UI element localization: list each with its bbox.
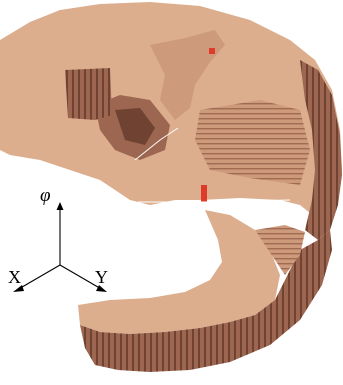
axis-x-line (16, 264, 61, 291)
trace-line-upper (134, 127, 179, 161)
coordinate-axes (13, 202, 107, 292)
marker-mid (201, 185, 207, 202)
axis-x-arrow (13, 285, 24, 292)
axis-label-y: Y (95, 267, 108, 287)
stair-rows (195, 100, 310, 185)
lower-ring-steps (255, 225, 305, 275)
trace-line-mid (138, 199, 291, 203)
axis-label-x: X (8, 267, 21, 287)
axis-y-line (59, 264, 104, 291)
axis-label-phi: φ (40, 185, 51, 206)
lower-ring-wall (80, 230, 332, 372)
right-wall (300, 60, 342, 240)
axis-phi-arrow (56, 202, 64, 210)
valley-inner (115, 108, 155, 145)
left-stripes (65, 68, 112, 120)
axis-y-arrow (96, 285, 107, 292)
lower-ring-top (78, 210, 280, 334)
marker-top (209, 48, 215, 54)
voxel-surface (0, 2, 342, 372)
swirl-ridge (150, 30, 225, 120)
